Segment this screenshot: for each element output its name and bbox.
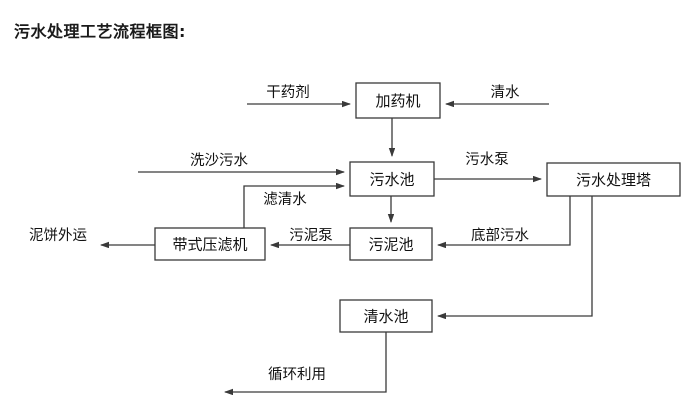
node-box-sewage_pool — [349, 161, 435, 197]
edge-label-clean_water: 清水 — [491, 84, 520, 101]
node-label-clean_pool: 清水池 — [363, 308, 408, 326]
node-belt_press[interactable]: 带式压滤机 — [154, 227, 266, 261]
node-clean_pool[interactable]: 清水池 — [339, 299, 433, 333]
node-box-sludge_pool — [349, 227, 433, 261]
node-box-belt_press — [154, 227, 266, 261]
edge-tower-to-sludge — [437, 196, 571, 249]
node-dosing[interactable]: 加药机 — [355, 82, 441, 119]
edge-filtrate-to-sewage — [243, 182, 345, 228]
edge-label-sewage_pump: 污水泵 — [465, 151, 509, 168]
node-box-dosing — [355, 82, 441, 119]
edge-label-wash_sand: 洗沙污水 — [190, 152, 248, 169]
edge-label-recycle_use: 循环利用 — [268, 366, 326, 383]
node-box-treat_tower — [546, 162, 681, 197]
edge-label-bottom_water: 底部污水 — [471, 227, 529, 244]
node-label-dosing: 加药机 — [375, 92, 420, 110]
node-label-sewage_pool: 污水池 — [369, 171, 414, 189]
node-box-clean_pool — [339, 299, 433, 333]
node-label-belt_press: 带式压滤机 — [172, 236, 247, 254]
node-label-sludge_pool: 污泥池 — [368, 236, 413, 254]
edge-label-dry_reagent: 干药剂 — [266, 84, 310, 101]
edges-layer — [100, 100, 593, 396]
edge-label-sludge_pump: 污泥泵 — [289, 227, 333, 244]
node-sludge_pool[interactable]: 污泥池 — [349, 227, 433, 261]
node-sewage_pool[interactable]: 污水池 — [349, 161, 435, 197]
edge-label-mud_cake_out: 泥饼外运 — [29, 227, 87, 244]
node-label-treat_tower: 污水处理塔 — [576, 171, 651, 189]
edge-tower-to-clean — [437, 196, 593, 320]
edge-clean-to-recycle — [224, 332, 387, 396]
node-treat_tower[interactable]: 污水处理塔 — [546, 162, 681, 197]
page-title: 污水处理工艺流程框图: — [14, 22, 186, 41]
edge-label-filtrate: 滤清水 — [263, 191, 307, 208]
